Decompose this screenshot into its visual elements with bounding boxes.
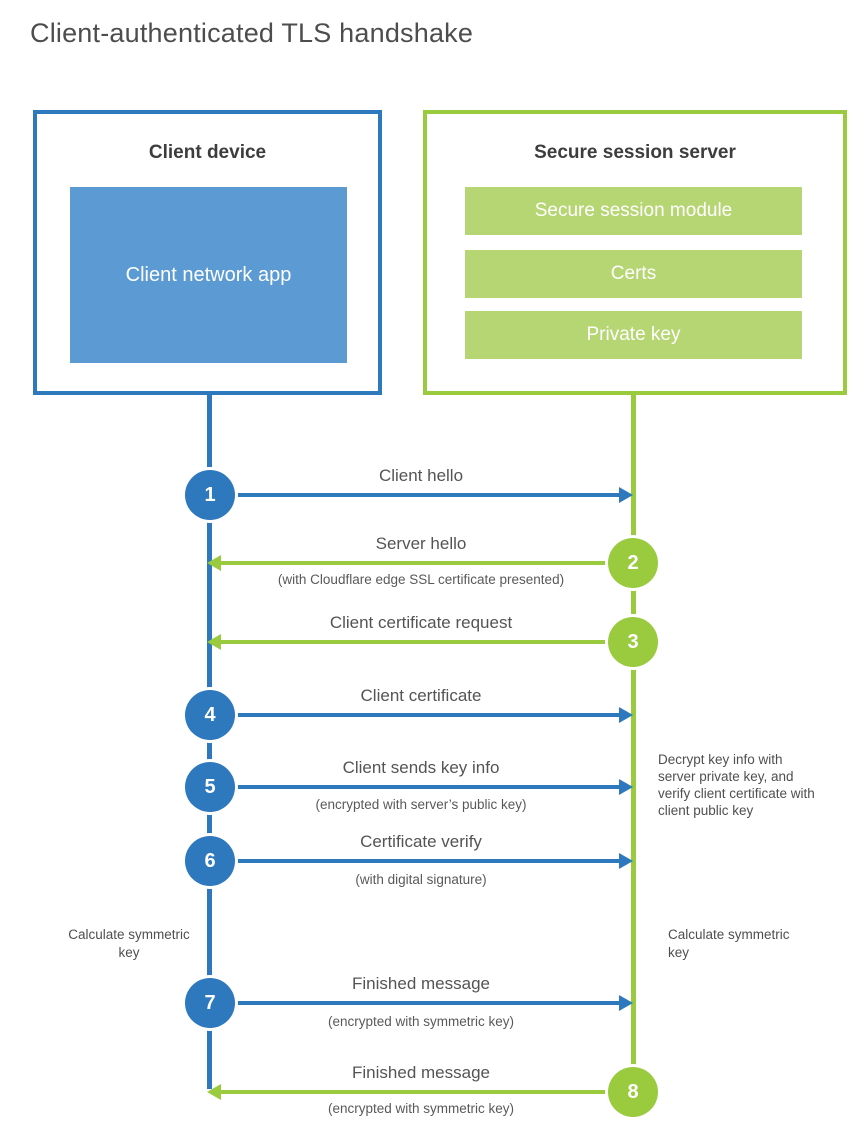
step-8-sublabel: (encrypted with symmetric key)	[327, 1101, 515, 1116]
step-2-badge: 2	[608, 538, 658, 588]
client-device-title: Client device	[148, 142, 267, 163]
step-3-arrow	[221, 640, 633, 644]
module-secure-session: Secure session module	[465, 187, 802, 235]
step-2-label: Server hello	[375, 534, 467, 553]
module-private-key: Private key	[465, 311, 802, 359]
step-6-label: Certificate verify	[360, 832, 482, 851]
step-7-arrowhead-icon	[619, 995, 633, 1011]
step-1-arrowhead-icon	[619, 487, 633, 503]
secure-session-server-title: Secure session server	[534, 142, 736, 163]
step-3-arrowhead-icon	[207, 634, 221, 650]
step-6-badge: 6	[185, 836, 235, 886]
step-7-badge: 7	[185, 978, 235, 1028]
step-4-badge: 4	[185, 690, 235, 740]
step-4-label: Client certificate	[360, 686, 482, 705]
step-5-arrow	[210, 785, 622, 789]
step-8-arrowhead-icon	[207, 1084, 221, 1100]
step-8-label: Finished message	[352, 1063, 490, 1082]
step-1-arrow	[210, 493, 622, 497]
client-network-app-box: Client network app	[70, 187, 347, 363]
step-8-arrow	[221, 1090, 633, 1094]
step-6-arrowhead-icon	[619, 853, 633, 869]
server-decrypt-note: Decrypt key info with server private key…	[658, 752, 815, 818]
step-5-arrowhead-icon	[619, 779, 633, 795]
step-4-arrowhead-icon	[619, 707, 633, 723]
step-5-label: Client sends key info	[342, 758, 500, 777]
step-7-sublabel: (encrypted with symmetric key)	[327, 1014, 515, 1029]
step-4-arrow	[210, 713, 622, 717]
module-certs: Certs	[465, 250, 802, 298]
page-title: Client-authenticated TLS handshake	[30, 18, 474, 48]
step-2-sublabel: (with Cloudflare edge SSL certificate pr…	[277, 572, 565, 587]
step-1-label: Client hello	[378, 466, 464, 485]
step-3-label: Client certificate request	[329, 613, 513, 632]
calculate-symmetric-key-client: Calculate symmetric key	[68, 927, 190, 960]
step-5-sublabel: (encrypted with server’s public key)	[315, 797, 527, 812]
server-lifeline	[631, 393, 636, 1118]
step-5-badge: 5	[185, 762, 235, 812]
step-1-badge: 1	[185, 470, 235, 520]
step-2-arrowhead-icon	[207, 555, 221, 571]
step-2-arrow	[221, 561, 633, 565]
step-6-sublabel: (with digital signature)	[355, 872, 487, 887]
step-6-arrow	[210, 859, 622, 863]
client-lifeline	[207, 393, 212, 1089]
calculate-symmetric-key-server: Calculate symmetric key	[668, 927, 790, 960]
step-7-label: Finished message	[352, 974, 490, 993]
step-7-arrow	[210, 1001, 622, 1005]
client-network-app-label: Client network app	[125, 264, 292, 286]
step-8-badge: 8	[608, 1067, 658, 1117]
step-3-badge: 3	[608, 617, 658, 667]
